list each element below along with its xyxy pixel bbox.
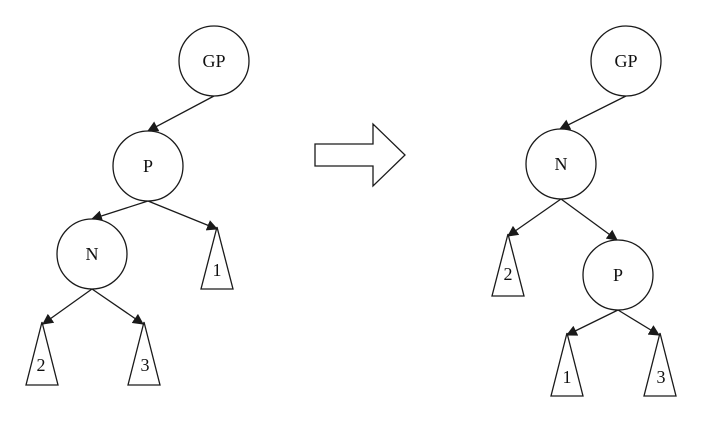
node-label: GP bbox=[202, 51, 225, 71]
subtree-2: 2 bbox=[491, 233, 525, 297]
subtree-label: 2 bbox=[37, 355, 46, 375]
subtree-label: 2 bbox=[504, 264, 513, 284]
edge-n-subtree-3 bbox=[91, 288, 144, 325]
tree-before: GP P N 1 2 3 bbox=[25, 25, 250, 386]
subtree-2: 2 bbox=[25, 321, 59, 386]
tree-after: GP N P 2 1 3 bbox=[491, 25, 677, 397]
node-p: P bbox=[112, 130, 184, 202]
node-label: P bbox=[143, 156, 153, 176]
node-gp: GP bbox=[590, 25, 662, 97]
right-arrow-icon bbox=[314, 122, 406, 188]
edge-p-subtree-1 bbox=[566, 309, 619, 336]
subtree-3: 3 bbox=[643, 332, 677, 397]
node-gp: GP bbox=[178, 25, 250, 97]
subtree-label: 1 bbox=[213, 260, 222, 280]
subtree-label: 3 bbox=[657, 367, 666, 387]
edge-p-n bbox=[90, 200, 149, 222]
subtree-label: 3 bbox=[141, 355, 150, 375]
node-label: N bbox=[86, 244, 99, 264]
node-n: N bbox=[56, 218, 128, 290]
node-label: GP bbox=[614, 51, 637, 71]
edge-gp-p bbox=[147, 95, 215, 132]
subtree-label: 1 bbox=[563, 367, 572, 387]
subtree-3: 3 bbox=[127, 321, 161, 386]
edge-gp-n bbox=[559, 95, 627, 130]
node-label: N bbox=[555, 154, 568, 174]
node-label: P bbox=[613, 265, 623, 285]
node-n: N bbox=[525, 128, 597, 200]
edge-n-subtree-2 bbox=[507, 198, 562, 237]
node-p: P bbox=[582, 239, 654, 311]
subtree-1: 1 bbox=[200, 226, 234, 290]
edge-n-p bbox=[560, 198, 618, 241]
edge-p-subtree-1 bbox=[147, 200, 219, 231]
subtree-1: 1 bbox=[550, 332, 584, 397]
edge-n-subtree-2 bbox=[42, 288, 93, 325]
edge-p-subtree-3 bbox=[617, 309, 660, 336]
